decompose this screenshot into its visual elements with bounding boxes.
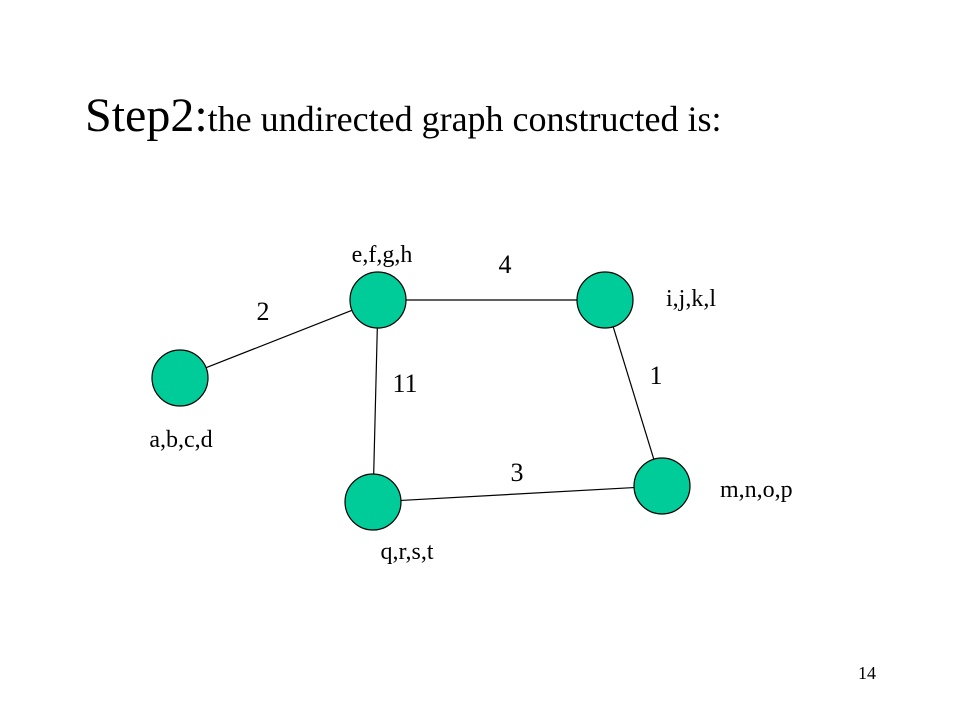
node-label-abcd: a,b,c,d [149,427,212,453]
slide-title: Step2:the undirected graph constructed i… [85,92,722,140]
node-ijkl [576,271,634,329]
edge-weight-abcd-efgh: 2 [257,297,270,326]
node-qrst [344,473,402,531]
edge-weight-ijkl-mnop: 1 [650,361,663,390]
edge-abcd-efgh [205,309,353,369]
node-label-ijkl: i,j,k,l [666,286,716,312]
edge-weight-efgh-qrst: 11 [392,369,417,398]
edge-weight-efgh-ijkl: 4 [499,250,512,279]
node-mnop [633,457,691,515]
graph-edges [205,299,655,502]
node-label-efgh: e,f,g,h [352,242,413,268]
edge-efgh-qrst [373,327,378,475]
node-label-qrst: q,r,s,t [380,539,433,565]
node-label-mnop: m,n,o,p [720,477,793,503]
graph-nodes [151,271,691,531]
edge-qrst-mnop [400,486,635,502]
edge-weight-qrst-mnop: 3 [511,458,524,487]
graph-labels: a,b,c,d e,f,g,h i,j,k,l m,n,o,p q,r,s,t [149,242,792,565]
node-abcd [151,349,209,407]
page-number: 14 [858,663,876,683]
edge-ijkl-mnop [612,326,655,460]
node-efgh [349,271,407,329]
slide-title-step: Step2: [85,89,208,142]
slide-title-text: the undirected graph constructed is: [207,99,722,139]
